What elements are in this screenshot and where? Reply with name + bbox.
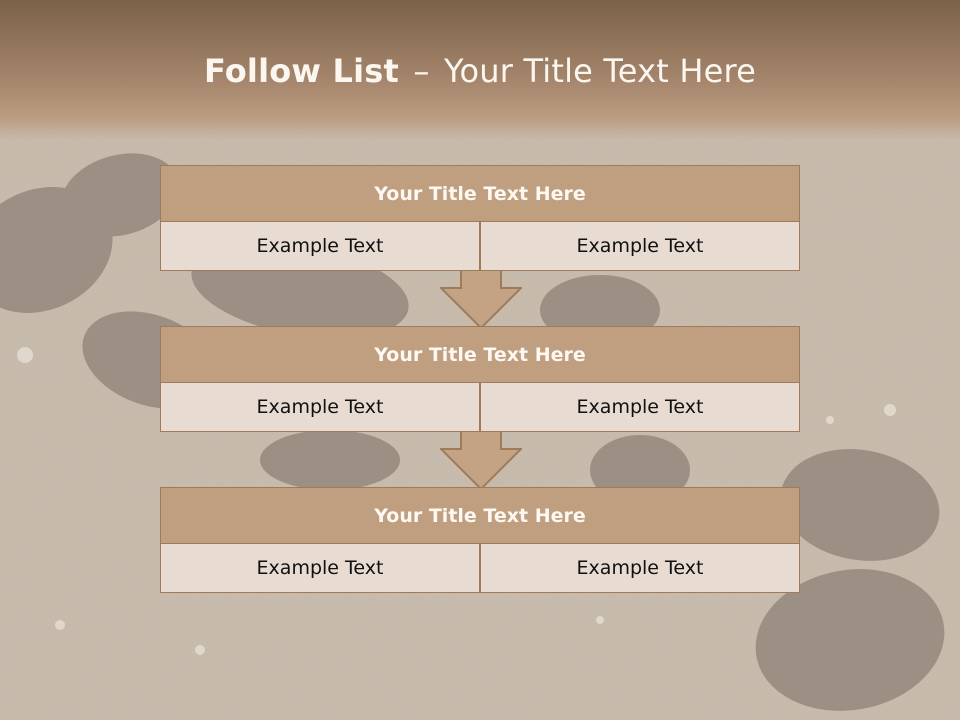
title-header-band	[0, 0, 960, 140]
down-arrow-icon	[440, 431, 522, 491]
block-title[interactable]: Your Title Text Here	[160, 165, 800, 222]
list-block-1: Your Title Text Here Example Text Exampl…	[160, 165, 800, 271]
block-cell-right[interactable]: Example Text	[480, 382, 800, 432]
block-cell-left[interactable]: Example Text	[160, 543, 480, 593]
down-arrow-icon	[440, 270, 522, 330]
block-cell-left[interactable]: Example Text	[160, 382, 480, 432]
block-title[interactable]: Your Title Text Here	[160, 487, 800, 544]
block-cell-right[interactable]: Example Text	[480, 543, 800, 593]
block-cell-left[interactable]: Example Text	[160, 221, 480, 271]
list-block-2: Your Title Text Here Example Text Exampl…	[160, 326, 800, 432]
block-title[interactable]: Your Title Text Here	[160, 326, 800, 383]
slide-title-bold: Follow List	[203, 52, 400, 90]
list-block-3: Your Title Text Here Example Text Exampl…	[160, 487, 800, 593]
slide-title-rest: Your Title Text Here	[444, 52, 757, 90]
block-cell-right[interactable]: Example Text	[480, 221, 800, 271]
slide-title-dash: –	[413, 52, 430, 90]
slide-title: Follow List – Your Title Text Here	[0, 52, 960, 90]
